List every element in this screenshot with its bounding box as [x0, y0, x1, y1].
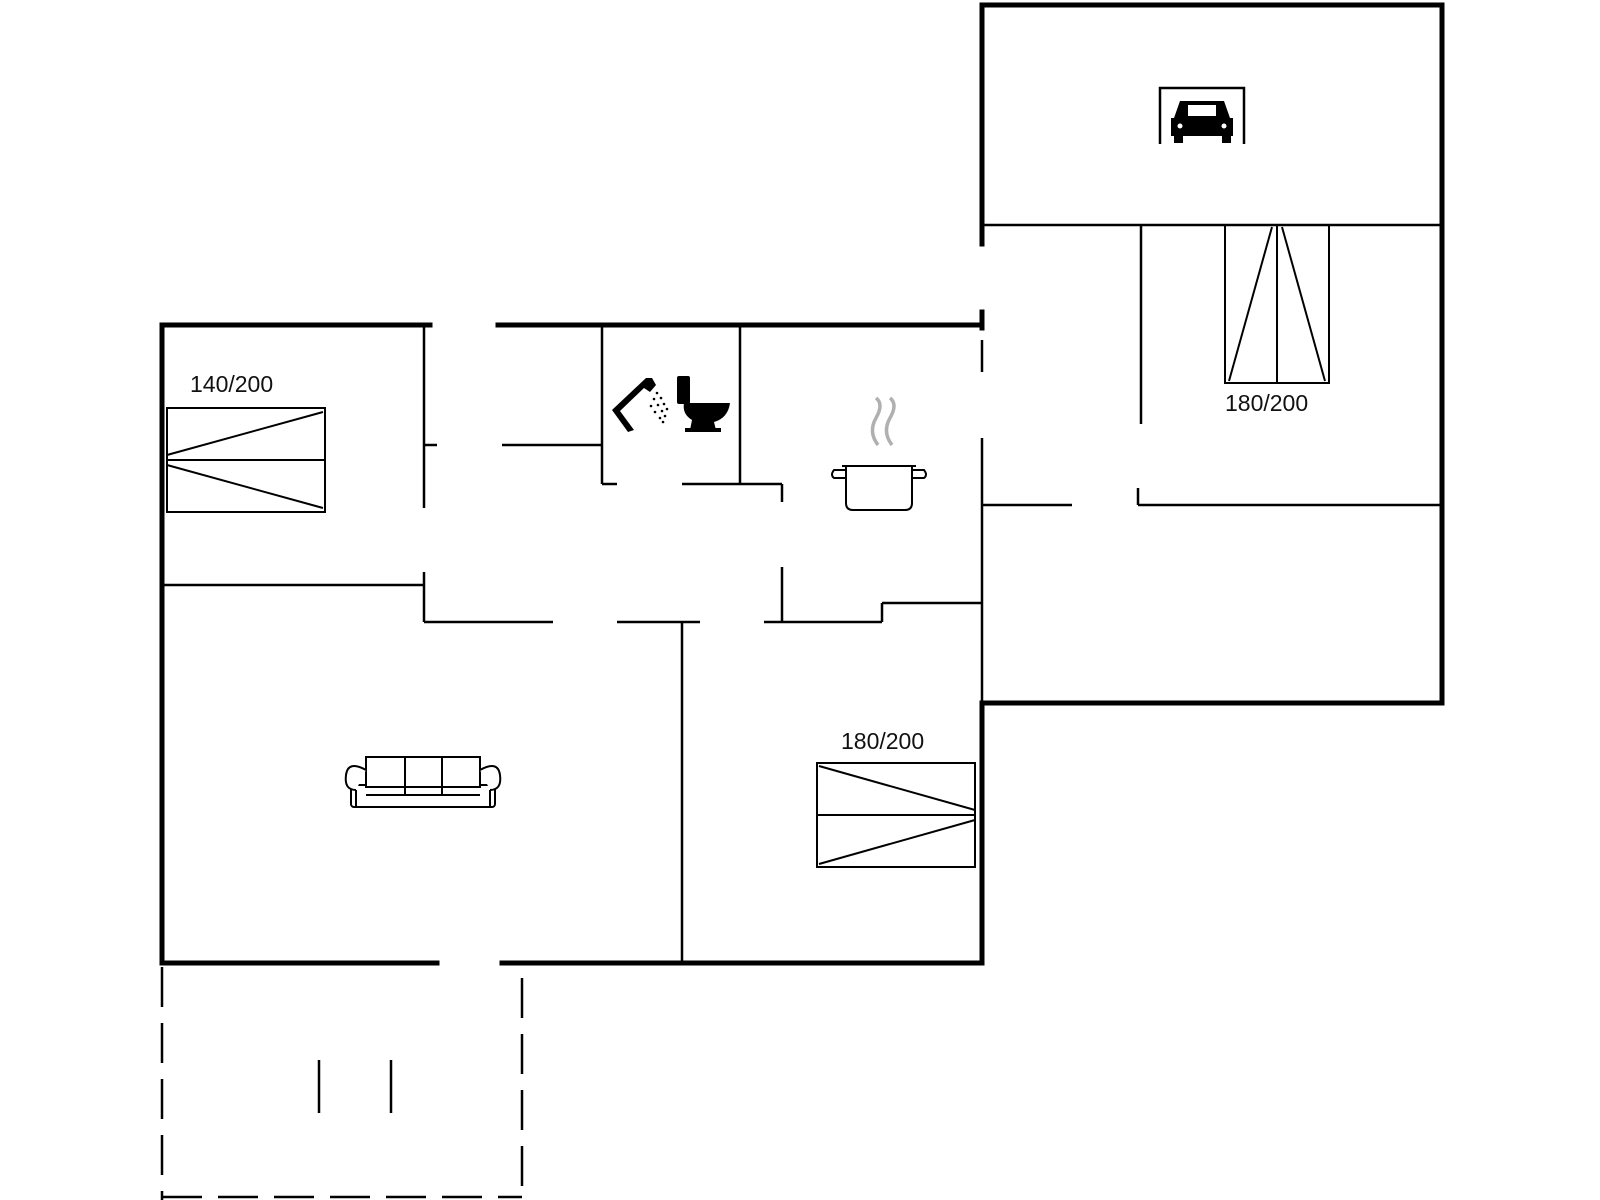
toilet-icon	[677, 376, 730, 432]
terrace-outline	[160, 967, 524, 1200]
bed-icon	[166, 407, 326, 513]
carport-car-icon	[1158, 86, 1246, 144]
bed-size-label: 180/200	[1225, 390, 1308, 416]
bed-size-label: 180/200	[841, 728, 924, 754]
bed-icon	[1224, 224, 1330, 384]
cooking-pot-icon	[831, 396, 927, 511]
bed-size-label: 140/200	[190, 371, 273, 397]
shower-icon	[612, 378, 669, 432]
terrace-posts	[317, 1060, 393, 1113]
sofa-icon	[344, 756, 502, 808]
interior-walls	[162, 223, 1442, 963]
exterior-walls	[159, 2, 1445, 966]
bed-icon	[816, 762, 976, 868]
